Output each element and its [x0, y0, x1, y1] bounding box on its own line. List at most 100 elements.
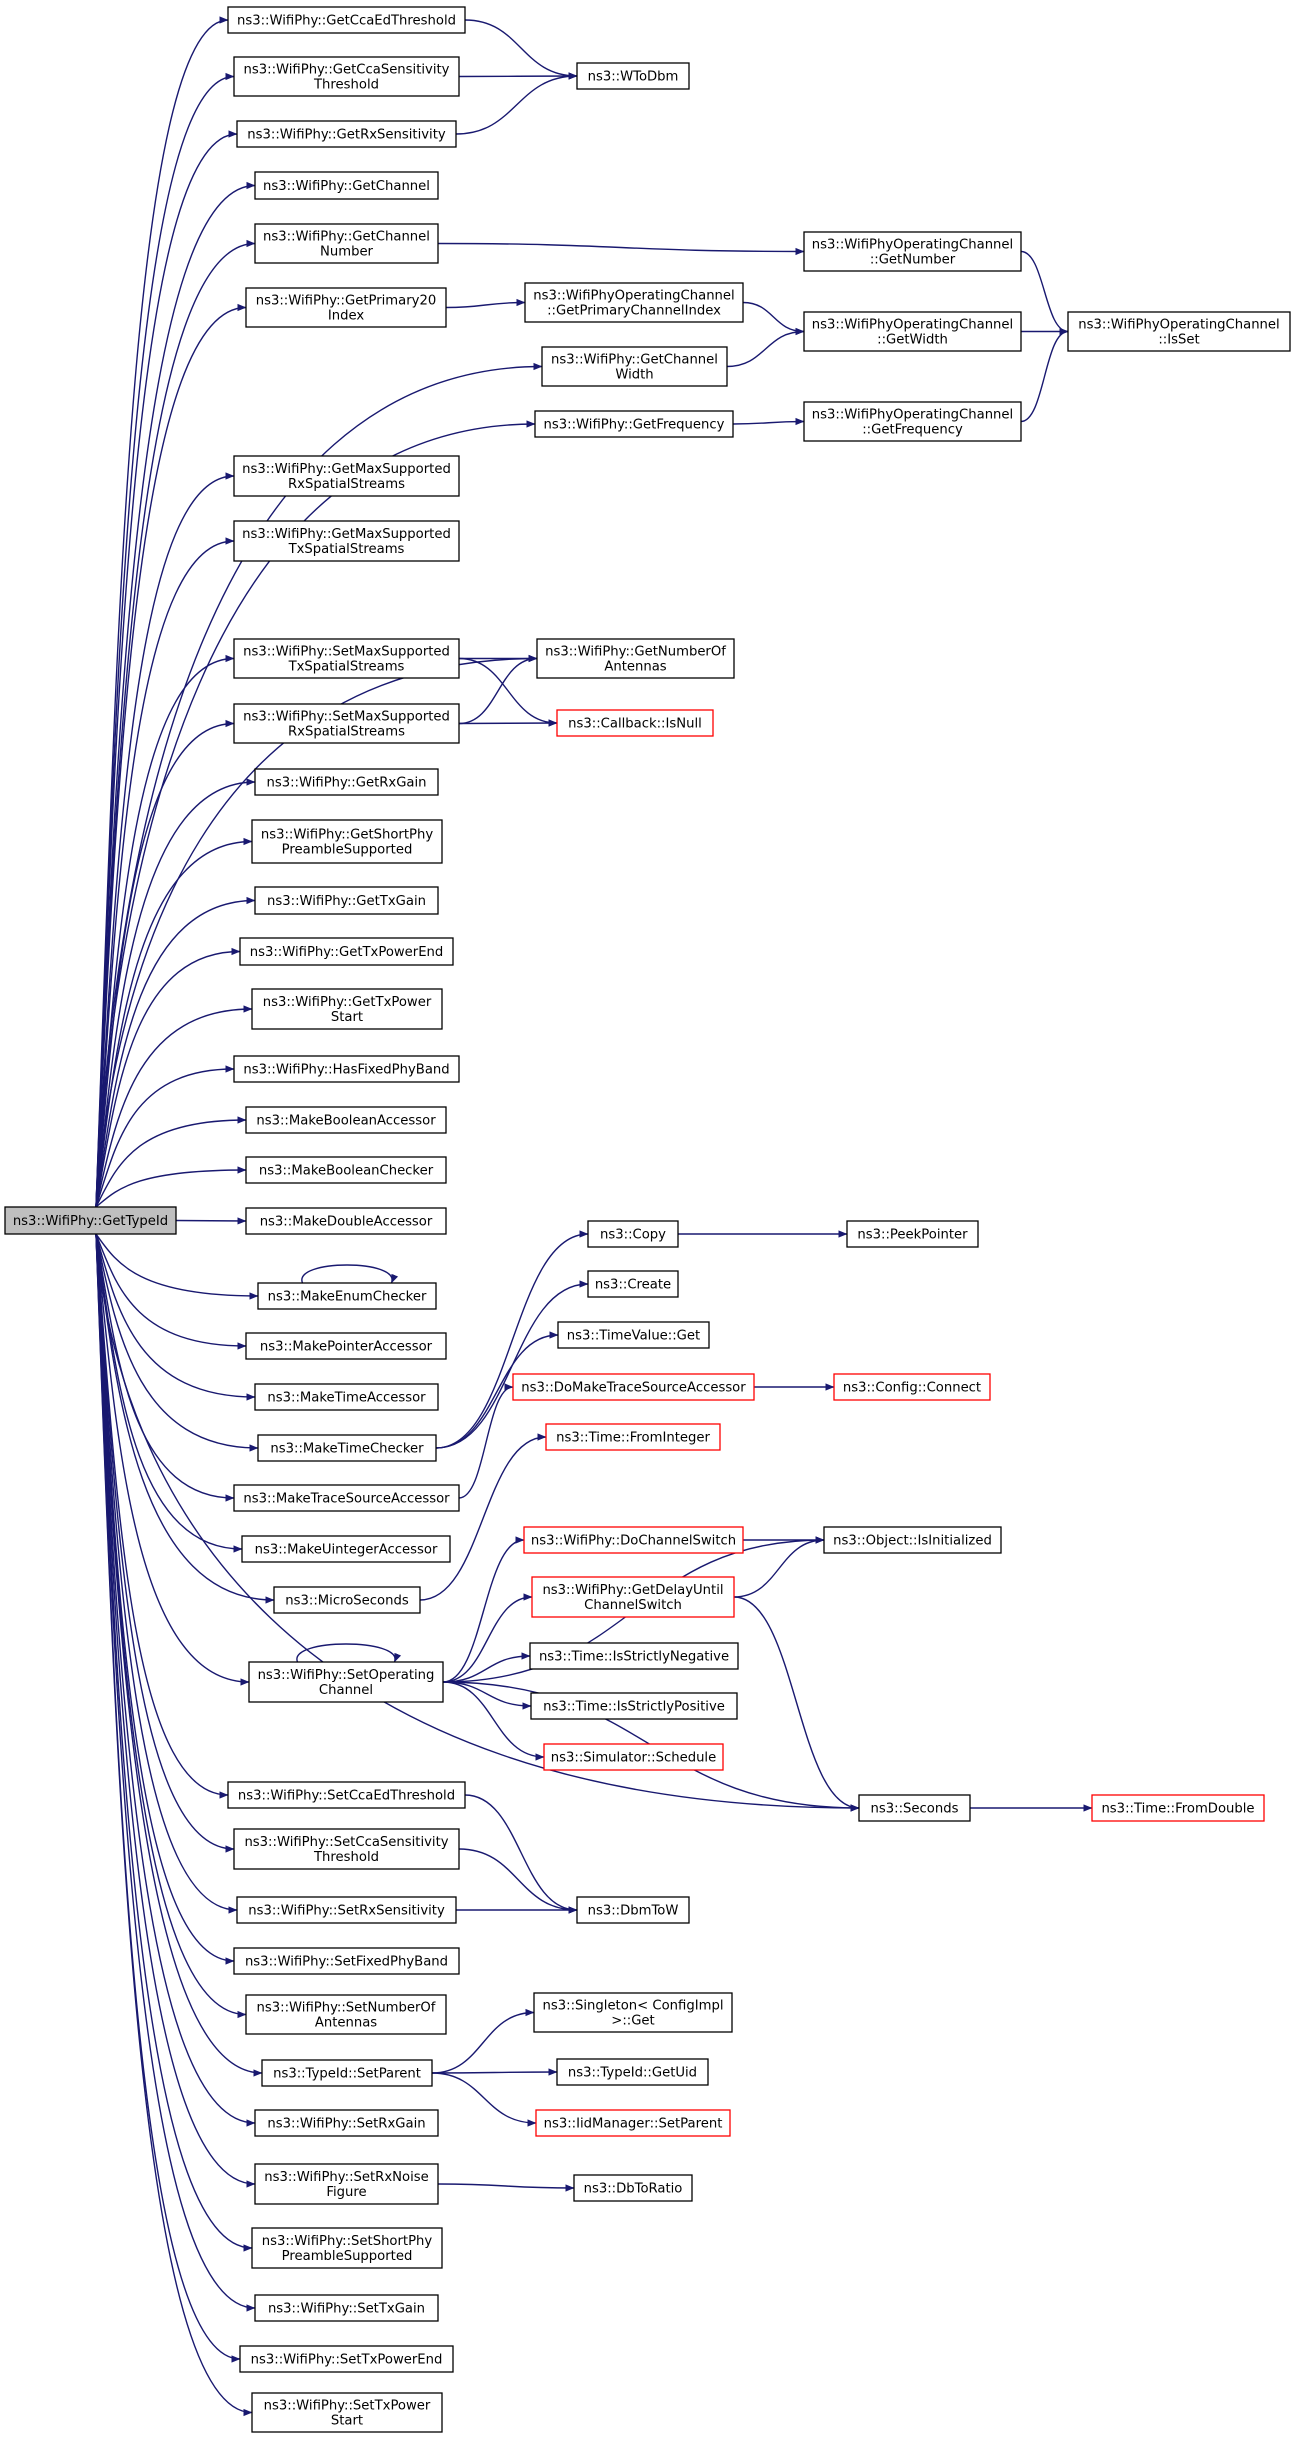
node-make-time-acc[interactable]: ns3::MakeTimeAccessor: [254, 1383, 439, 1411]
node-has-fixed-phy-band[interactable]: ns3::WifiPhy::HasFixedPhyBand: [233, 1055, 460, 1083]
node-set-cca-ed[interactable]: ns3::WifiPhy::SetCcaEdThreshold: [227, 1781, 466, 1809]
node-make-time-chk[interactable]: ns3::MakeTimeChecker: [257, 1434, 437, 1462]
node-box: [858, 1794, 971, 1822]
node-set-max-tx[interactable]: ns3::WifiPhy::SetMaxSupportedTxSpatialSt…: [233, 638, 460, 679]
node-make-uint-acc[interactable]: ns3::MakeUintegerAccessor: [241, 1535, 451, 1563]
node-box: [251, 988, 443, 1030]
node-do-channel-switch[interactable]: ns3::WifiPhy::DoChannelSwitch: [523, 1526, 744, 1554]
node-time-from-integer[interactable]: ns3::Time::FromInteger: [545, 1423, 721, 1451]
node-label: ns3::WifiPhyOperatingChannel: [812, 238, 1013, 253]
node-make-dbl-acc[interactable]: ns3::MakeDoubleAccessor: [245, 1207, 447, 1235]
edge-root-to-get-cca-sensitivity-threshold: [95, 72, 235, 1208]
node-type-id-get-uid[interactable]: ns3::TypeId::GetUid: [556, 2058, 709, 2086]
node-label: ns3::WifiPhy::SetOperating: [258, 1668, 435, 1683]
node-make-bool-chk[interactable]: ns3::MakeBooleanChecker: [245, 1156, 447, 1184]
edge-get-delay-until-to-seconds: [733, 1596, 860, 1812]
node-op-get-primary-channel-index[interactable]: ns3::WifiPhyOperatingChannel::GetPrimary…: [524, 282, 744, 323]
node-db-to-ratio[interactable]: ns3::DbToRatio: [573, 2174, 693, 2202]
node-label: ns3::Config::Connect: [843, 1381, 981, 1396]
node-set-max-rx[interactable]: ns3::WifiPhy::SetMaxSupportedRxSpatialSt…: [233, 703, 460, 744]
node-make-bool-acc[interactable]: ns3::MakeBooleanAccessor: [245, 1106, 447, 1134]
node-label: ns3::WifiPhy::SetTxGain: [268, 2302, 425, 2317]
edge-set-max-rx-to-get-num-ant: [458, 654, 538, 725]
node-get-rx-gain[interactable]: ns3::WifiPhy::GetRxGain: [254, 768, 439, 796]
node-sim-schedule[interactable]: ns3::Simulator::Schedule: [543, 1743, 724, 1771]
node-get-tx-gain[interactable]: ns3::WifiPhy::GetTxGain: [254, 886, 439, 915]
node-is-strictly-neg[interactable]: ns3::Time::IsStrictlyNegative: [529, 1642, 739, 1670]
node-seconds[interactable]: ns3::Seconds: [858, 1794, 971, 1822]
node-get-channel[interactable]: ns3::WifiPhy::GetChannel: [254, 171, 439, 200]
node-type-id-set-parent[interactable]: ns3::TypeId::SetParent: [261, 2059, 433, 2087]
node-label: ns3::WifiPhy::GetPrimary20: [256, 294, 437, 309]
node-box: [233, 1828, 460, 1870]
node-label: Threshold: [313, 1850, 379, 1865]
node-get-short-phy[interactable]: ns3::WifiPhy::GetShortPhyPreambleSupport…: [251, 819, 443, 864]
node-get-tx-power-end[interactable]: ns3::WifiPhy::GetTxPowerEnd: [239, 937, 454, 966]
node-set-tx-power-end[interactable]: ns3::WifiPhy::SetTxPowerEnd: [239, 2345, 454, 2373]
node-box: [587, 1220, 679, 1248]
node-peek-pointer[interactable]: ns3::PeekPointer: [846, 1220, 979, 1248]
edge-type-id-set-parent-to-iid-set-parent: [431, 2072, 537, 2127]
node-set-rx-sens[interactable]: ns3::WifiPhy::SetRxSensitivity: [236, 1896, 457, 1924]
node-w-to-dbm[interactable]: ns3::WToDbm: [576, 62, 690, 90]
node-box: [254, 2294, 439, 2322]
node-label: ns3::MakeTraceSourceAccessor: [243, 1492, 450, 1507]
node-label: RxSpatialStreams: [288, 725, 405, 740]
node-label: ns3::Time::FromInteger: [556, 1431, 710, 1446]
node-make-trace-acc[interactable]: ns3::MakeTraceSourceAccessor: [233, 1484, 460, 1512]
node-do-make-trace[interactable]: ns3::DoMakeTraceSourceAccessor: [512, 1373, 755, 1401]
node-set-tx-gain[interactable]: ns3::WifiPhy::SetTxGain: [254, 2294, 439, 2322]
node-get-max-rx[interactable]: ns3::WifiPhy::GetMaxSupportedRxSpatialSt…: [233, 455, 460, 497]
node-config-connect[interactable]: ns3::Config::Connect: [833, 1373, 991, 1401]
node-get-frequency[interactable]: ns3::WifiPhy::GetFrequency: [534, 410, 734, 438]
node-box: [512, 1373, 755, 1401]
node-singleton-get[interactable]: ns3::Singleton< ConfigImpl >::Get: [533, 1992, 733, 2033]
node-micro-seconds[interactable]: ns3::MicroSeconds: [273, 1586, 421, 1614]
node-iid-set-parent[interactable]: ns3::IidManager::SetParent: [535, 2109, 731, 2137]
node-label: ns3::MakeBooleanAccessor: [256, 1114, 436, 1129]
node-set-rx-gain[interactable]: ns3::WifiPhy::SetRxGain: [254, 2109, 439, 2137]
node-op-get-width[interactable]: ns3::WifiPhyOperatingChannel::GetWidth: [803, 311, 1022, 352]
edge-set-op-channel-to-set-op-channel: [296, 1643, 402, 1663]
node-time-from-double[interactable]: ns3::Time::FromDouble: [1091, 1794, 1265, 1822]
node-cb-is-null[interactable]: ns3::Callback::IsNull: [556, 709, 714, 737]
node-get-rx-sensitivity[interactable]: ns3::WifiPhy::GetRxSensitivity: [236, 120, 457, 148]
node-box: [1067, 311, 1291, 352]
node-op-get-number[interactable]: ns3::WifiPhyOperatingChannel::GetNumber: [803, 231, 1022, 272]
node-op-get-frequency[interactable]: ns3::WifiPhyOperatingChannel::GetFrequen…: [803, 401, 1022, 442]
node-label: ns3::MicroSeconds: [285, 1594, 409, 1609]
node-is-strictly-pos[interactable]: ns3::Time::IsStrictlyPositive: [530, 1692, 738, 1720]
edge-set-op-channel-to-get-delay-until: [442, 1593, 533, 1683]
node-label: Antennas: [315, 2016, 377, 2031]
node-get-max-tx[interactable]: ns3::WifiPhy::GetMaxSupportedTxSpatialSt…: [233, 520, 460, 562]
node-label: ns3::Seconds: [871, 1802, 959, 1817]
node-op-is-set[interactable]: ns3::WifiPhyOperatingChannel::IsSet: [1067, 311, 1291, 352]
edge-set-rx-noise-to-db-to-ratio: [437, 2183, 575, 2192]
node-copy[interactable]: ns3::Copy: [587, 1220, 679, 1248]
node-box: [233, 520, 460, 562]
node-get-cca-ed-threshold[interactable]: ns3::WifiPhy::GetCcaEdThreshold: [227, 6, 466, 34]
node-create[interactable]: ns3::Create: [587, 1270, 679, 1298]
node-make-enum-chk[interactable]: ns3::MakeEnumChecker: [257, 1282, 437, 1310]
node-dbm-to-w[interactable]: ns3::DbmToW: [576, 1896, 690, 1924]
node-make-ptr-acc[interactable]: ns3::MakePointerAccessor: [245, 1332, 447, 1360]
node-root[interactable]: ns3::WifiPhy::GetTypeId: [4, 1206, 177, 1235]
node-set-short-phy[interactable]: ns3::WifiPhy::SetShortPhyPreambleSupport…: [251, 2227, 443, 2269]
node-label: ::GetNumber: [870, 253, 956, 268]
node-obj-is-init[interactable]: ns3::Object::IsInitialized: [823, 1526, 1002, 1554]
node-time-value-get[interactable]: ns3::TimeValue::Get: [557, 1321, 710, 1349]
node-box: [233, 638, 460, 679]
node-set-fixed-phy-band[interactable]: ns3::WifiPhy::SetFixedPhyBand: [233, 1947, 460, 1975]
